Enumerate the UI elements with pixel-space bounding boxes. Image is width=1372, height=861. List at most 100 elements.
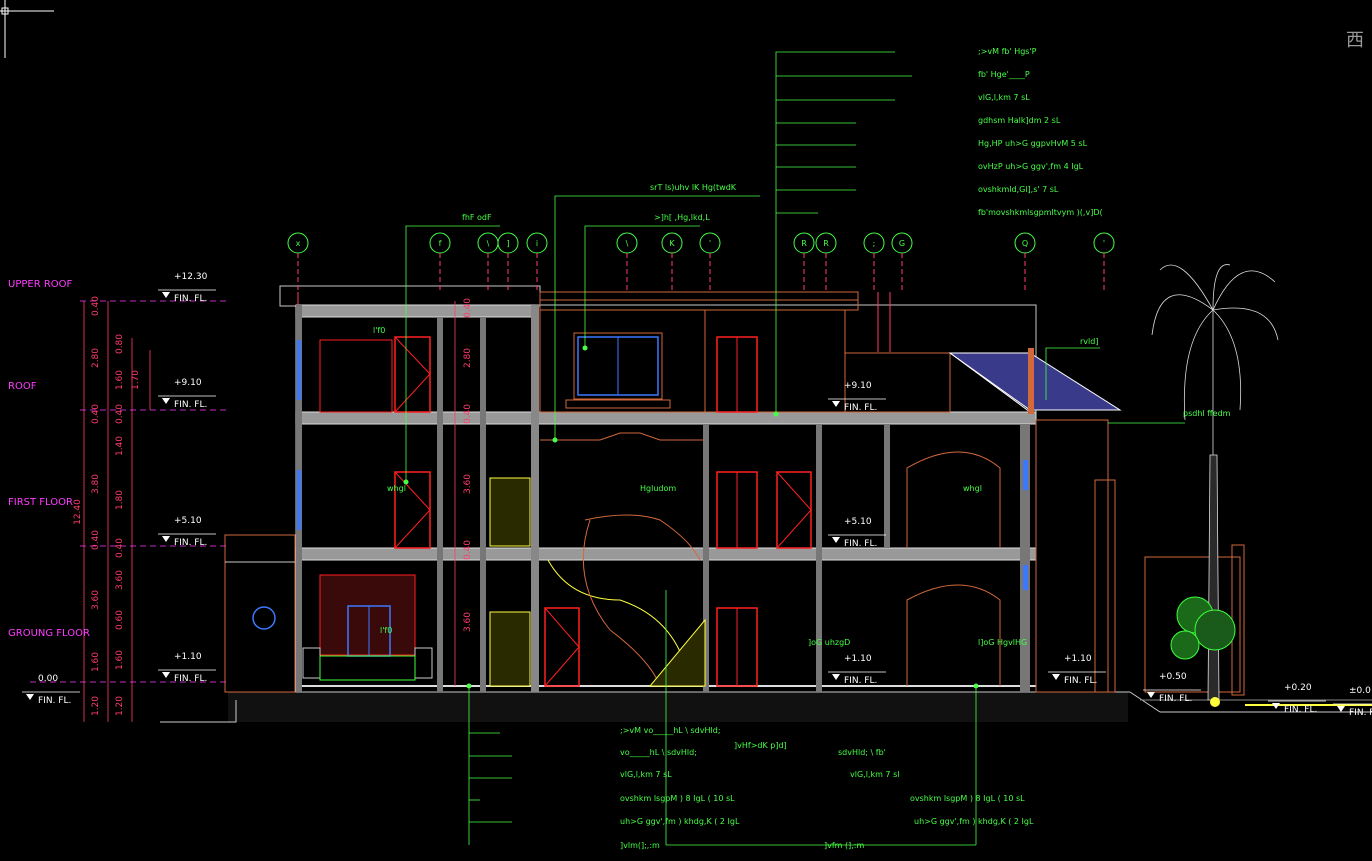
ucs-cursor-icon xyxy=(0,0,54,58)
grid-marker-label: R xyxy=(823,239,829,248)
grid-marker-label: ' xyxy=(709,239,711,248)
callout-palm: psdhl ffedm xyxy=(1183,409,1231,418)
material-note: Hg,HP uh>G ggpvHvM 5 sL xyxy=(978,139,1088,148)
dimension-value: 3.60 xyxy=(463,612,473,632)
dimension-total: 12.40 xyxy=(73,499,83,525)
callout-a: srT ls)uhv lK Hg(twdK xyxy=(650,183,737,192)
level-tag: FIN. FL. xyxy=(1349,708,1372,718)
level-tag: FIN. FL. xyxy=(174,538,207,548)
floor-label-roof: ROOF xyxy=(8,381,37,392)
material-note: fb' Hge'____P xyxy=(978,70,1030,79)
floor-label-upper-roof: UPPER ROOF xyxy=(8,279,73,290)
level-value: +1.10 xyxy=(1064,654,1092,664)
dimension-chains xyxy=(83,301,456,722)
grid-marker: f xyxy=(429,232,451,292)
room-label-3: Hgludom xyxy=(640,484,676,493)
grid-marker: x xyxy=(287,232,309,292)
grid-marker-label: K xyxy=(669,239,675,248)
dimension-value: 3.60 xyxy=(91,590,101,610)
annotation-leaders xyxy=(405,51,1185,846)
grid-marker: ' xyxy=(699,232,721,292)
material-note: ovshkmld,Gl],s' 7 sL xyxy=(978,185,1059,194)
level-value: ±0.0 xyxy=(1349,686,1371,696)
material-note: gdhsm Halk]dm 2 sL xyxy=(978,116,1061,125)
level-value: 0.00 xyxy=(38,674,58,684)
grid-marker-label: R xyxy=(801,239,807,248)
room-label-2: whgl xyxy=(387,484,406,493)
shrub-icon xyxy=(1170,596,1236,707)
note-mid: ]vHf>dK p]d] xyxy=(734,741,787,750)
dimension-value: 0.40 xyxy=(91,296,101,316)
dimension-value: 0.40 xyxy=(115,404,125,424)
dimension-value: 0.40 xyxy=(115,538,125,558)
dimension-value: 1.70 xyxy=(131,370,141,390)
grid-marker: \ xyxy=(616,232,638,292)
dimension-value: 1.80 xyxy=(115,490,125,510)
level-tag: FIN. FL. xyxy=(1064,676,1097,686)
room-label-6: ]oG uhzgD xyxy=(808,638,850,647)
dimension-value: 3.80 xyxy=(91,474,101,494)
level-value: +0.20 xyxy=(1284,683,1312,693)
grid-marker: K xyxy=(661,232,683,292)
grid-marker: R xyxy=(793,232,815,292)
dimension-value: 0.80 xyxy=(115,334,125,354)
material-note: uh>G ggv',fm ) khdg,K ( 2 IgL xyxy=(620,817,740,826)
level-tag: FIN. FL. xyxy=(844,403,877,413)
level-value: +0.50 xyxy=(1159,672,1187,682)
dimension-value: 0.40 xyxy=(463,540,473,560)
level-value: +5.10 xyxy=(844,517,872,527)
material-note: sdvHld; \ fb' xyxy=(838,748,886,757)
floor-label-first-floor: FIRST FLOOR xyxy=(8,497,73,508)
callout-c: >]h[ ,Hg,lkd,L xyxy=(654,213,710,222)
grid-marker-label: \ xyxy=(487,239,490,248)
dimension-value: 3.60 xyxy=(115,570,125,590)
callout-roof: rvld] xyxy=(1080,337,1098,346)
material-note: ]vlm(];,:m xyxy=(620,841,660,850)
level-tag: FIN. FL. xyxy=(174,294,207,304)
grid-marker: Q xyxy=(1014,232,1036,292)
room-label-1: l'f0 xyxy=(373,326,385,335)
dimension-value: 1.20 xyxy=(91,696,101,716)
grid-marker-label: ; xyxy=(873,239,876,248)
grid-marker-label: i xyxy=(536,239,538,248)
leader-dots xyxy=(403,345,979,689)
viewcube-west-label[interactable]: 西 xyxy=(1346,30,1364,51)
room-label-7: l]oG HgvlHG xyxy=(978,638,1027,647)
dimension-texts: 1.201.603.600.403.800.402.800.4012.401.2… xyxy=(73,296,473,716)
level-guides xyxy=(30,300,228,683)
material-note: ovshkm lsgpM ) 8 IgL ( 10 sL xyxy=(620,794,735,803)
level-value: +9.10 xyxy=(844,381,872,391)
level-value: +5.10 xyxy=(174,516,202,526)
grid-marker: \ xyxy=(477,232,499,292)
material-note: uh>G ggv',fm ) khdg,K ( 2 IgL xyxy=(914,817,1034,826)
level-tag: FIN. FL. xyxy=(1284,705,1317,715)
grid-marker-label: ] xyxy=(506,239,509,248)
material-note: vlG,l,km 7 sL xyxy=(620,770,672,779)
level-tag: FIN. FL. xyxy=(844,676,877,686)
grid-marker-label: ' xyxy=(1103,239,1105,248)
dimension-value: 0.60 xyxy=(115,610,125,630)
level-value: +1.10 xyxy=(174,652,202,662)
grid-marker-label: Q xyxy=(1022,239,1028,248)
dimension-value: 2.80 xyxy=(91,348,101,368)
dimension-value: 0.40 xyxy=(463,298,473,318)
grid-marker: R xyxy=(815,232,837,292)
ground-hatch xyxy=(160,691,1372,723)
grid-marker-label: G xyxy=(899,239,905,248)
grid-marker: ] xyxy=(497,232,519,292)
material-note: ovshkm lsgpM ) 8 IgL ( 10 sL xyxy=(910,794,1025,803)
material-note: vlG,l,km 7 sL xyxy=(978,93,1030,102)
